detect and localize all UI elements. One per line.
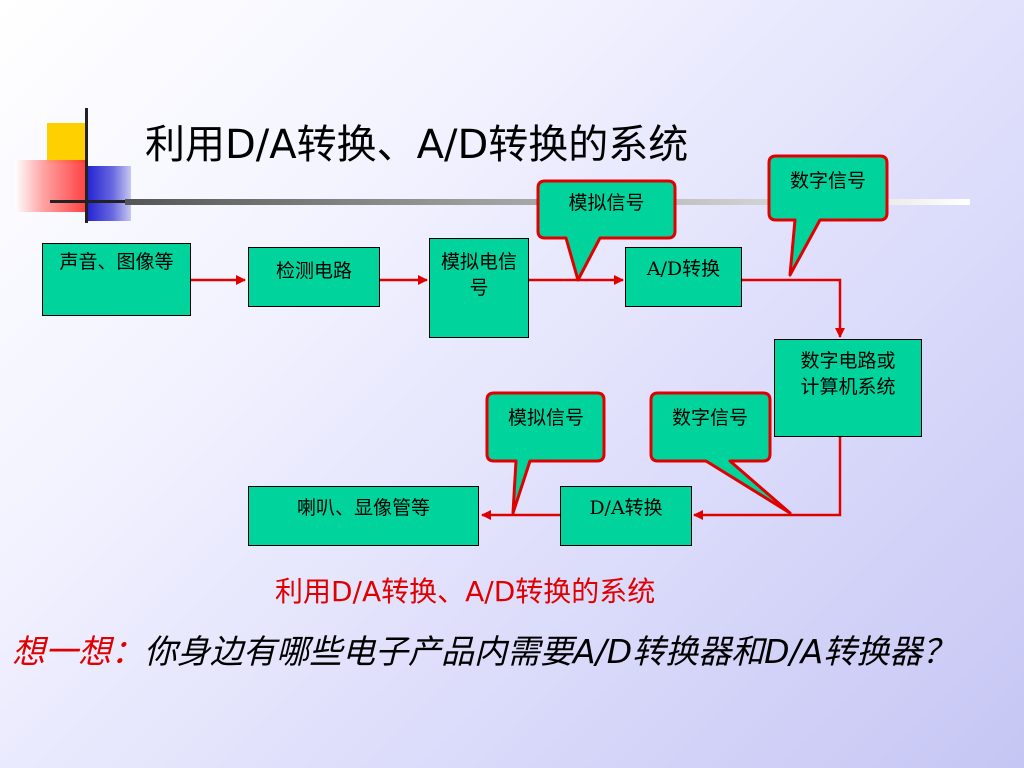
arrow-digital-circuit-to-da xyxy=(693,437,842,520)
logo-yellow-square xyxy=(47,123,85,163)
node-ad-converter: A/D转换 xyxy=(625,247,742,307)
question-prompt: 想一想：你身边有哪些电子产品内需要A/D转换器和D/A转换器？ xyxy=(12,628,1012,676)
node-detection-circuit: 检测电路 xyxy=(248,247,380,307)
page-title: 利用D/A转换、A/D转换的系统 xyxy=(145,122,689,168)
callout-bottom-digital: 数字信号 xyxy=(671,407,748,429)
callout-top-digital-shape xyxy=(767,154,889,277)
logo-red-square xyxy=(15,160,85,212)
node-digital-circuit: 数字电路或计算机系统 xyxy=(774,339,922,437)
question-text: 你身边有哪些电子产品内需要A/D转换器和D/A转换器？ xyxy=(144,632,956,671)
logo-blue-square xyxy=(86,166,131,221)
callout-bottom-analog-shape xyxy=(485,391,606,515)
diagram-caption: 利用D/A转换、A/D转换的系统 xyxy=(275,575,656,608)
node-speaker-display: 喇叭、显像管等 xyxy=(248,486,479,546)
node-analog-electric-signal: 模拟电信号 xyxy=(429,238,529,338)
callout-bottom-analog: 模拟信号 xyxy=(507,407,584,429)
arrow-ad-to-digital-circuit xyxy=(741,278,845,338)
callout-top-digital: 数字信号 xyxy=(790,170,867,192)
logo-vertical-line xyxy=(85,108,88,223)
callout-top-analog-shape xyxy=(536,179,677,282)
node-sound-image: 声音、图像等 xyxy=(42,243,191,316)
question-label: 想一想： xyxy=(12,632,144,671)
callout-bottom-digital-shape xyxy=(649,391,792,515)
callout-top-analog: 模拟信号 xyxy=(568,192,645,214)
corner-logo xyxy=(10,108,140,228)
logo-horizontal-line xyxy=(50,200,135,203)
node-da-converter: D/A转换 xyxy=(560,486,692,546)
